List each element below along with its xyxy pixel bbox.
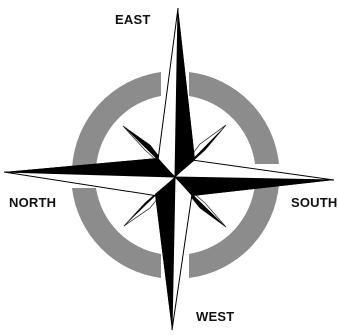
- needle-right-light: [175, 160, 334, 180]
- cardinal-needles: [4, 8, 334, 330]
- needle-bottom-light: [172, 177, 192, 330]
- direction-label-right: SOUTH: [291, 195, 338, 210]
- direction-label-top: EAST: [115, 12, 150, 27]
- ring-segment-lower-right: [189, 184, 279, 278]
- direction-label-bottom: WEST: [196, 309, 234, 324]
- direction-label-left: NORTH: [9, 195, 56, 210]
- ring-segment-upper-left: [72, 72, 161, 168]
